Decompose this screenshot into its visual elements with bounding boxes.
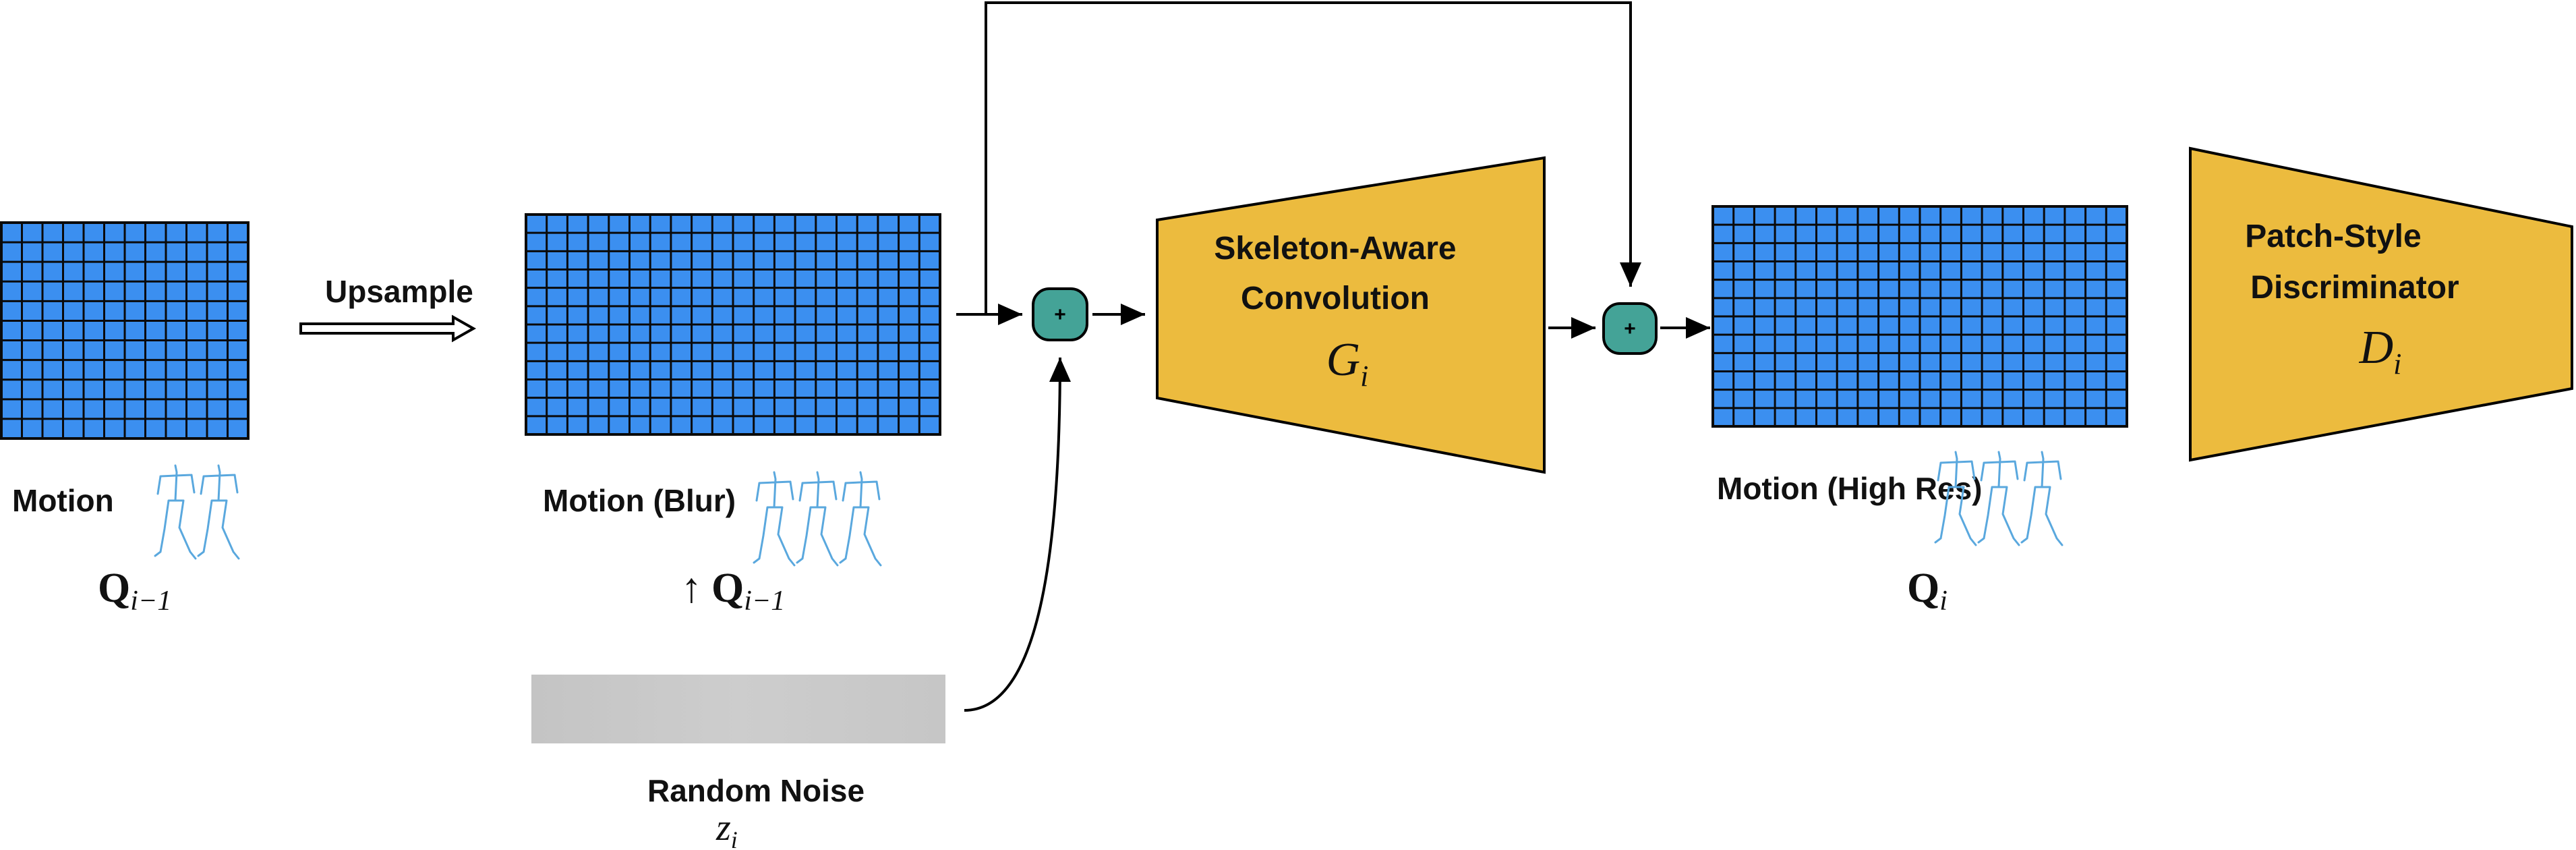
skeleton-icon: [753, 471, 796, 567]
input-motion-label: Motion: [12, 483, 114, 518]
input-motion-grid: [0, 221, 250, 440]
skeleton-icon: [197, 464, 240, 560]
skeleton-icon: [154, 464, 197, 560]
skeleton-icon: [796, 471, 839, 567]
blur-math-label: ↑Qi−1: [681, 565, 785, 617]
blur-motion-label: Motion (Blur): [543, 483, 736, 518]
output-motion-label: Motion (High Res): [1717, 471, 1983, 506]
generator-block: Skeleton-Aware Convolution Gi: [1156, 156, 1546, 474]
discriminator-line1: Patch-Style: [2245, 219, 2421, 254]
skeleton-icon: [839, 471, 882, 567]
skeleton-icon: [1934, 451, 1977, 546]
add-node-1: +: [1032, 287, 1088, 341]
noise-to-add-arrow: [964, 357, 1071, 712]
add-node-2: +: [1602, 302, 1658, 355]
random-noise-label: Random Noise: [647, 773, 865, 808]
input-skeleton-icon: [154, 464, 240, 560]
blur-skeleton-icon: [753, 471, 882, 567]
upsample-hollow-arrow-icon: [299, 314, 477, 343]
generator-math-label: Gi: [1326, 334, 1369, 393]
generator-line2: Convolution: [1241, 281, 1430, 316]
discriminator-block: Patch-Style Discriminator Di: [2189, 146, 2573, 462]
random-noise-block: [531, 675, 945, 743]
add-icon: [1032, 287, 1088, 341]
add-symbol: +: [1054, 304, 1066, 326]
noise-math-label: zi: [715, 807, 738, 850]
discriminator-line2: Discriminator: [2250, 270, 2459, 306]
add-icon: [1602, 302, 1658, 355]
output-math-label: Qi: [1907, 565, 1948, 617]
skip-connection-arrow: [985, 1, 1641, 314]
output-motion-grid: [1711, 205, 2128, 428]
input-math-label: Qi−1: [98, 565, 171, 617]
output-skeleton-icon: [1934, 451, 2063, 546]
generator-line1: Skeleton-Aware: [1214, 231, 1456, 266]
skeleton-icon: [2020, 451, 2063, 546]
upsample-label: Upsample: [325, 274, 473, 309]
blur-motion-grid: [525, 213, 941, 436]
skeleton-icon: [1977, 451, 2020, 546]
discriminator-math-label: Di: [2359, 322, 2402, 380]
add-symbol: +: [1624, 318, 1636, 340]
